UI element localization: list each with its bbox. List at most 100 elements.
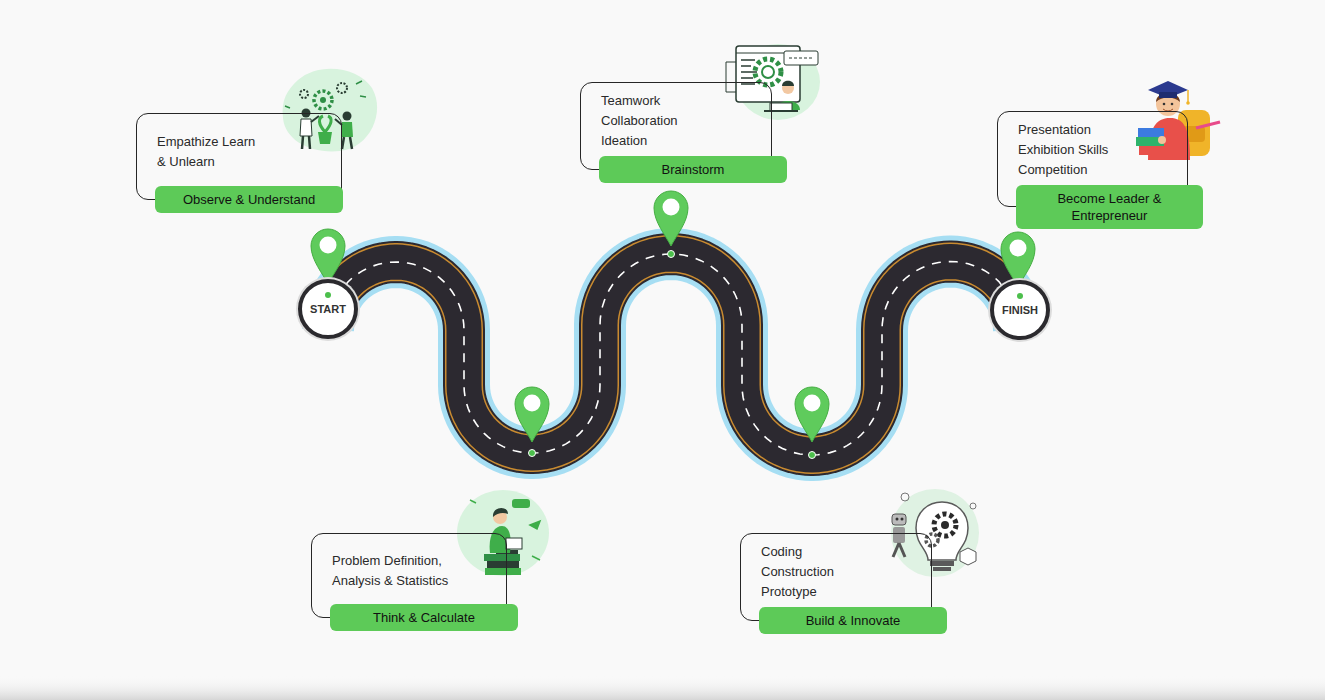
team-illustration xyxy=(300,90,308,98)
road xyxy=(328,254,1019,455)
build-illustration xyxy=(892,514,906,525)
brainstorm-illustration xyxy=(741,60,757,84)
road-shoulder xyxy=(328,254,1019,455)
step-detail: Construction xyxy=(761,562,919,582)
team-illustration xyxy=(285,81,366,108)
brainstorm-illustration xyxy=(762,66,774,78)
step-label: Build & Innovate xyxy=(759,607,947,634)
graduate-illustration xyxy=(1163,103,1166,106)
thinker-illustration xyxy=(470,500,540,560)
road-dot xyxy=(668,251,675,258)
graduate-illustration xyxy=(1148,81,1188,98)
build-illustration xyxy=(893,527,905,543)
team-illustration xyxy=(311,116,319,122)
road-dot xyxy=(529,251,816,459)
build-illustration xyxy=(934,514,956,536)
map-pin-hole xyxy=(320,237,337,254)
step-detail: Empathize Learn & Unlearn xyxy=(157,132,263,172)
build-illustration xyxy=(901,493,909,501)
team-illustration xyxy=(320,97,326,103)
step-detail: Prototype xyxy=(761,582,919,602)
step-title: Observe & Understand xyxy=(171,191,327,208)
build-illustration xyxy=(970,503,976,509)
step-title: Brainstorm xyxy=(615,161,771,178)
step-detail: Collaboration xyxy=(601,111,759,131)
step-detail: Presentation xyxy=(1018,120,1175,140)
step-detail: Competition xyxy=(1018,160,1175,180)
thinker-illustration xyxy=(506,538,522,549)
build-illustration xyxy=(896,518,899,521)
start-circle: START xyxy=(298,279,358,339)
road-edge-line xyxy=(328,254,1019,455)
brainstorm-illustration xyxy=(784,51,818,65)
graduate-illustration xyxy=(1171,103,1174,106)
graduate-illustration xyxy=(1186,101,1190,105)
connector-layer xyxy=(346,254,1002,455)
build-illustration xyxy=(901,518,904,521)
step-detail: Coding xyxy=(761,542,919,562)
build-illustration xyxy=(941,521,949,529)
end-label: FINISH xyxy=(1002,304,1038,316)
step-label: Become Leader & Entrepreneur xyxy=(1016,185,1203,229)
team-illustration xyxy=(314,91,332,109)
map-pin-hole xyxy=(804,395,821,412)
step-detail: Problem Definition, Analysis & Statistic… xyxy=(332,551,464,591)
end-label: START xyxy=(310,303,346,315)
graduate-illustration xyxy=(1156,92,1180,116)
graduate-illustration xyxy=(1187,90,1189,102)
build-illustration xyxy=(893,543,905,557)
graduate-illustration xyxy=(1139,146,1164,155)
step-label: Think & Calculate xyxy=(330,604,518,631)
map-pin xyxy=(795,387,829,442)
road-centre-line xyxy=(346,254,1002,455)
step-detail: Ideation xyxy=(601,131,759,151)
team-illustration xyxy=(341,122,353,137)
brainstorm-illustration xyxy=(726,62,736,92)
brainstorm-illustration xyxy=(770,103,792,111)
map-pin xyxy=(1001,232,1035,287)
step-title: Become Leader & Entrepreneur xyxy=(1032,190,1187,224)
brainstorm-illustration xyxy=(789,58,813,59)
brainstorm-illustration xyxy=(764,110,798,112)
map-pin xyxy=(654,191,688,246)
bottom-shade xyxy=(0,676,1325,700)
team-illustration xyxy=(337,83,347,93)
build-illustration xyxy=(930,561,954,566)
team-illustration xyxy=(335,119,342,125)
thinker-illustration xyxy=(512,499,530,508)
map-pin xyxy=(311,191,1035,442)
team-illustration xyxy=(283,69,378,152)
road xyxy=(328,254,1019,455)
map-pin-hole xyxy=(663,199,680,216)
graduate-illustration xyxy=(1156,93,1180,102)
step-label: Observe & Understand xyxy=(155,186,343,213)
road-surface xyxy=(328,254,1019,455)
build-illustration xyxy=(926,534,938,546)
graduate-illustration xyxy=(1158,136,1166,144)
road-dot xyxy=(529,450,536,457)
thinker-illustration xyxy=(484,554,520,561)
graduate-illustration xyxy=(1159,92,1177,98)
thinker-illustration xyxy=(487,561,519,568)
map-pin-hole xyxy=(524,395,541,412)
map-pin-hole xyxy=(320,199,1027,412)
map-pin-hole xyxy=(1010,240,1027,257)
finish-circle: FINISH xyxy=(990,280,1050,340)
build-illustration xyxy=(933,567,951,571)
team-illustration xyxy=(319,116,331,132)
team-illustration xyxy=(343,112,352,121)
build-illustration xyxy=(916,502,968,560)
step-detail: Exhibition Skills xyxy=(1018,140,1175,160)
road-surface xyxy=(328,254,1019,455)
step-title: Think & Calculate xyxy=(346,609,502,626)
team-illustration xyxy=(300,119,312,136)
build-illustration xyxy=(960,548,976,565)
team-illustration xyxy=(283,69,378,152)
map-pin xyxy=(515,387,549,442)
team-illustration xyxy=(318,132,332,144)
road-dot xyxy=(809,452,816,459)
